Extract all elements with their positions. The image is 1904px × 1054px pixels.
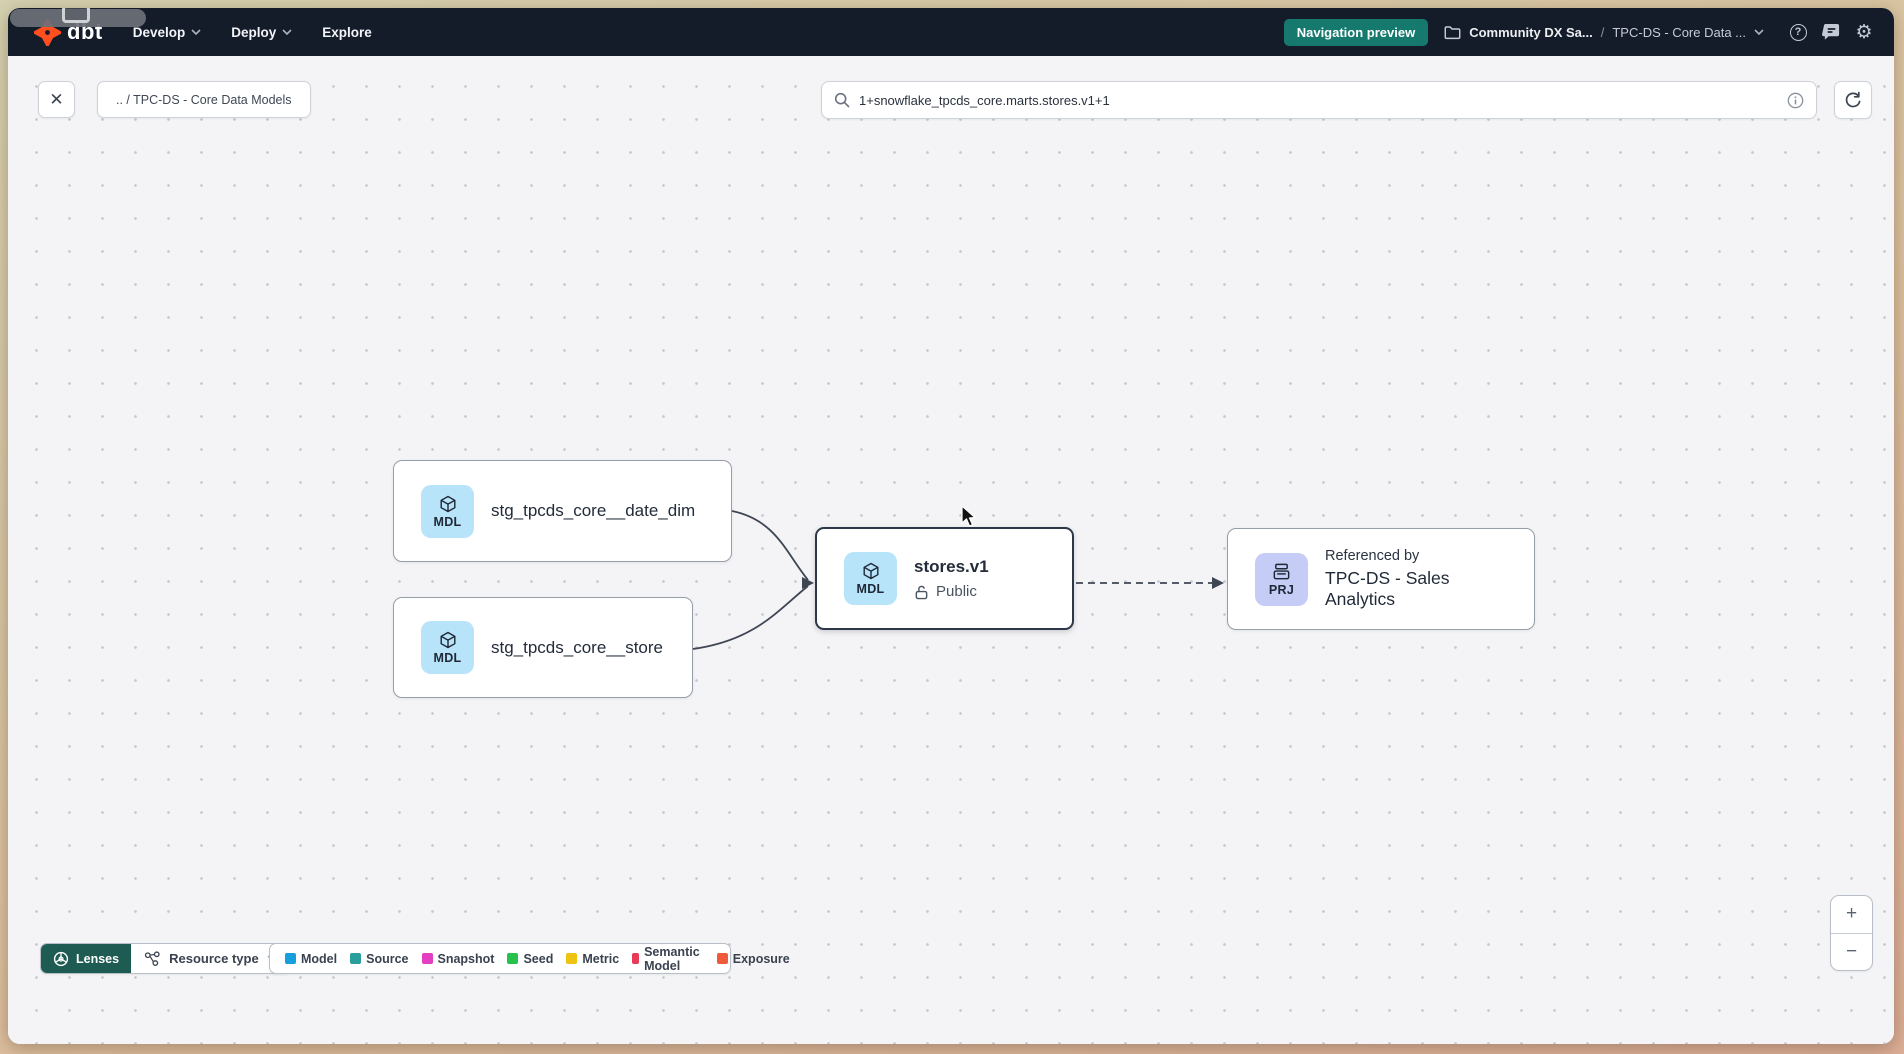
node-stg-tpcds-core-store[interactable]: MDL stg_tpcds_core__store <box>393 597 693 698</box>
legend-item-semantic-model: Semantic Model <box>632 945 704 973</box>
selector-search-input[interactable] <box>859 92 1778 108</box>
navigation-preview-badge[interactable]: Navigation preview <box>1283 18 1429 46</box>
settings-gear-icon[interactable]: ⚙ <box>1855 21 1873 43</box>
nav-menu-develop[interactable]: Develop <box>133 25 202 40</box>
nav-menu-explore[interactable]: Explore <box>322 24 372 40</box>
legend-item-seed: Seed <box>507 952 553 966</box>
node-stg-tpcds-core-date-dim[interactable]: MDL stg_tpcds_core__date_dim <box>393 460 732 562</box>
lineage-breadcrumb-button[interactable]: .. / TPC-DS - Core Data Models <box>97 81 311 118</box>
unlock-icon <box>915 585 928 599</box>
info-icon[interactable] <box>1787 92 1804 109</box>
close-lineage-button[interactable]: ✕ <box>38 81 75 118</box>
project-stack-icon <box>1273 563 1290 579</box>
breadcrumb-separator: / <box>1600 24 1605 40</box>
node-label: stores.v1 <box>914 557 989 576</box>
zoom-in-button[interactable]: + <box>1831 896 1872 934</box>
help-icon[interactable]: ? <box>1788 22 1808 42</box>
feedback-icon[interactable] <box>1821 22 1841 42</box>
zoom-controls: + − <box>1830 895 1873 971</box>
legend-chip <box>350 953 362 964</box>
refresh-lineage-button[interactable] <box>1834 81 1872 119</box>
lens-aperture-icon <box>53 951 69 966</box>
legend-chip <box>716 953 728 964</box>
search-icon <box>834 92 850 108</box>
nav-menu-deploy[interactable]: Deploy <box>231 25 292 40</box>
dbt-logo-icon <box>34 18 61 46</box>
legend-item-exposure: Exposure <box>716 952 790 966</box>
legend-chip <box>632 953 640 964</box>
resource-type-legend: Model Source Snapshot Seed Metric Semant… <box>269 943 790 974</box>
project-name: TPC-DS - Core Data ... <box>1612 24 1746 40</box>
visibility-row: Public <box>914 583 989 600</box>
visibility-label: Public <box>936 583 977 600</box>
legend-chip <box>285 953 296 964</box>
lenses-button[interactable]: Lenses <box>41 944 132 973</box>
app-window: dbt Develop Deploy Explore Navigation pr… <box>8 8 1894 1044</box>
node-label: TPC-DS - Sales Analytics <box>1325 568 1450 609</box>
mouse-cursor <box>961 505 977 527</box>
screen-icon <box>62 8 90 23</box>
legend-chip <box>507 953 519 964</box>
folder-icon <box>1444 25 1461 39</box>
lineage-search-bar <box>821 81 1817 119</box>
zoom-out-button[interactable]: − <box>1845 940 1858 962</box>
resource-graph-icon <box>144 950 160 966</box>
node-label: stg_tpcds_core__store <box>491 637 663 657</box>
legend-chip <box>566 953 578 964</box>
cube-icon <box>863 562 878 580</box>
cube-icon <box>440 495 455 512</box>
legend-item-source: Source <box>350 952 409 966</box>
cube-icon <box>440 631 455 649</box>
account-name: Community DX Sa... <box>1469 24 1593 40</box>
resource-type-dropdown[interactable]: Resource type <box>131 944 290 973</box>
referenced-by-label: Referenced by <box>1325 548 1420 564</box>
model-badge: MDL <box>421 484 474 538</box>
model-badge: MDL <box>421 621 474 674</box>
screen-capture-indicator <box>10 8 146 27</box>
chevron-down-icon[interactable] <box>1754 28 1764 36</box>
node-label: stg_tpcds_core__date_dim <box>491 501 696 520</box>
project-badge: PRJ <box>1255 552 1308 606</box>
lens-controls: Lenses Resource type <box>40 943 291 974</box>
top-navbar: dbt Develop Deploy Explore Navigation pr… <box>8 8 1894 56</box>
legend-item-snapshot: Snapshot <box>421 952 494 966</box>
chevron-down-icon <box>191 28 201 35</box>
refresh-icon <box>1845 91 1861 108</box>
legend-chip <box>421 953 433 964</box>
lineage-canvas[interactable]: ✕ .. / TPC-DS - Core Data Models <box>8 56 1894 1044</box>
model-badge: MDL <box>844 552 897 605</box>
legend-item-model: Model <box>285 952 337 966</box>
node-stores-v1-selected[interactable]: MDL stores.v1 Public <box>815 527 1074 630</box>
legend-item-metric: Metric <box>566 952 619 966</box>
node-referenced-project[interactable]: PRJ Referenced by TPC-DS - Sales Analyti… <box>1227 528 1535 630</box>
account-breadcrumb[interactable]: Community DX Sa... / TPC-DS - Core Data … <box>1444 25 1764 40</box>
chevron-down-icon <box>282 28 292 35</box>
